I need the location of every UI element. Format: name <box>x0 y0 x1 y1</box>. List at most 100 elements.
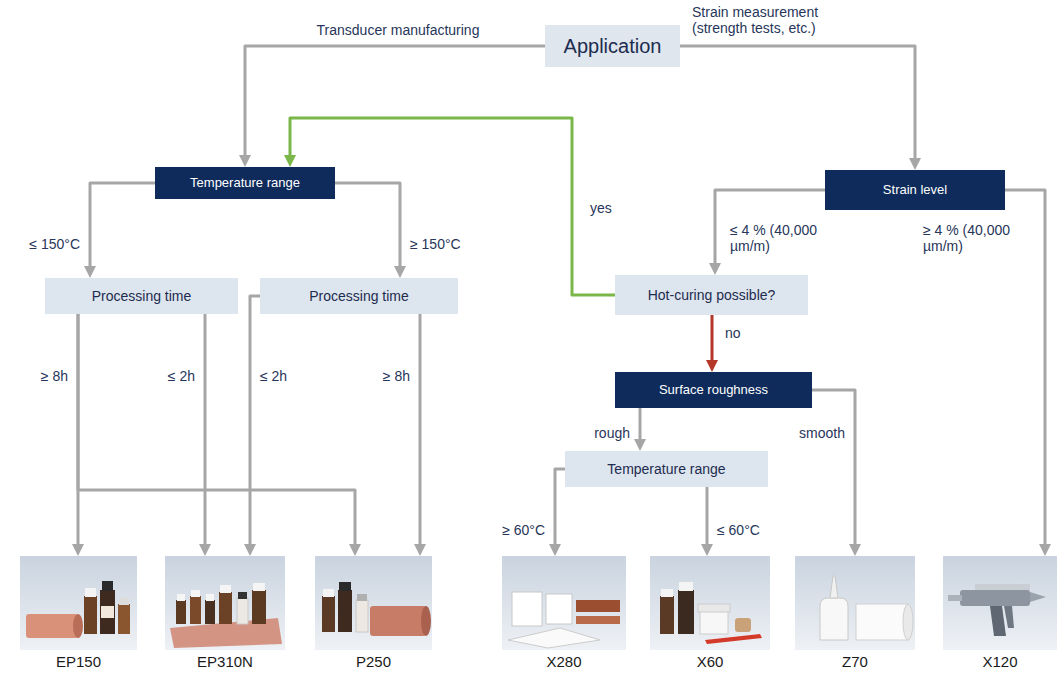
edge-label: ≥ 8h <box>41 368 68 384</box>
edge-label: Strain measurement (strength tests, etc.… <box>692 4 852 36</box>
bottle-cap <box>238 592 247 599</box>
photo-x120 <box>943 556 1057 650</box>
gun-handle <box>990 606 1006 636</box>
edge-label: yes <box>590 200 612 216</box>
product-photo: X120 <box>943 556 1057 650</box>
cork <box>735 618 751 632</box>
bottle <box>118 604 130 634</box>
bottle-cap <box>220 585 231 593</box>
product-photo: EP310N <box>165 556 285 650</box>
mixing-nozzle <box>1030 592 1046 602</box>
glue-nozzle <box>830 576 838 598</box>
product-photo: EP150 <box>20 556 137 650</box>
edge-label: no <box>725 325 741 341</box>
bottle <box>338 590 352 632</box>
bottle <box>322 596 335 632</box>
paper-sheet <box>508 628 600 648</box>
edge-label: ≥ 8h <box>383 368 410 384</box>
edge-label: ≥ 60°C <box>502 522 545 538</box>
edge-label: ≤ 2h <box>168 368 195 384</box>
bottle-cap <box>206 594 214 601</box>
bottle <box>205 600 215 624</box>
photo-ep310n <box>165 556 285 650</box>
jar-lid <box>698 604 730 612</box>
flow-arrow <box>680 46 915 158</box>
product-name: X60 <box>640 654 780 671</box>
product-name: EP310N <box>155 654 295 671</box>
start-box: Application <box>545 25 680 67</box>
bottle-cap <box>191 590 200 597</box>
product-name: X120 <box>933 654 1062 671</box>
box-label: Processing time <box>309 288 409 305</box>
question-box: Temperature range <box>565 451 768 487</box>
photo-ep150 <box>20 556 137 650</box>
bottle <box>176 600 186 624</box>
tape-strip <box>576 616 620 624</box>
product-photo: X280 <box>502 556 626 650</box>
bottle-cap <box>679 582 693 591</box>
bottle <box>190 596 201 624</box>
bottle-cap <box>177 594 185 601</box>
bottle-cap <box>119 597 129 605</box>
flow-arrow <box>419 314 422 544</box>
flow-arrow <box>290 118 615 295</box>
film-roll <box>856 604 908 640</box>
edge-label: smooth <box>799 425 845 441</box>
product-photo: X60 <box>650 556 770 650</box>
edge-label: ≤ 150°C <box>29 236 80 252</box>
edge-label: rough <box>594 425 630 441</box>
gun-trigger <box>1004 606 1014 628</box>
photo-panel <box>795 556 915 650</box>
film-roll-end <box>903 604 913 640</box>
packet <box>546 594 572 624</box>
film-roll-end <box>73 614 83 638</box>
tape-strip <box>576 600 620 612</box>
flow-arrow <box>90 183 155 266</box>
spatula <box>705 634 762 644</box>
plunger <box>948 595 962 601</box>
box-label: Application <box>564 34 662 58</box>
flow-arrow <box>706 487 709 544</box>
flow-arrow <box>711 315 714 360</box>
edge-label: ≤ 60°C <box>717 522 760 538</box>
question-box: Processing time <box>45 278 238 314</box>
film-roll <box>26 614 78 638</box>
flow-arrow <box>555 469 565 544</box>
bottle-cap <box>85 588 96 597</box>
question-box: Processing time <box>260 278 458 314</box>
bottle-cap <box>102 581 113 591</box>
bottle-cap <box>339 582 351 591</box>
film-roll <box>370 606 426 636</box>
box-label: Strain level <box>883 182 947 198</box>
photo-x60 <box>650 556 770 650</box>
criterion-box: Strain level <box>825 170 1005 210</box>
bottle <box>678 590 694 634</box>
bottle <box>100 590 115 634</box>
criterion-box: Temperature range <box>155 167 335 199</box>
product-name: Z70 <box>785 654 925 671</box>
bottle <box>252 590 266 624</box>
flow-arrow <box>204 314 207 544</box>
bottle <box>84 596 97 634</box>
flow-arrow <box>812 390 855 544</box>
bottle <box>237 598 248 624</box>
product-name: P250 <box>305 654 442 671</box>
photo-p250 <box>315 556 432 650</box>
bottle-cap <box>357 594 367 601</box>
jar <box>700 610 728 634</box>
edge-label: Transducer manufacturing <box>317 22 480 38</box>
decision-box: Hot-curing possible? <box>615 275 808 315</box>
box-label: Surface roughness <box>659 382 768 398</box>
flow-arrow <box>1005 190 1045 544</box>
photo-panel <box>20 556 137 650</box>
flow-arrow <box>250 296 260 544</box>
product-name: X280 <box>492 654 636 671</box>
glue-bottle <box>820 598 848 640</box>
photo-panel <box>943 556 1057 650</box>
bottle <box>660 596 674 634</box>
film-roll-end <box>421 606 431 636</box>
box-label: Temperature range <box>607 461 725 478</box>
